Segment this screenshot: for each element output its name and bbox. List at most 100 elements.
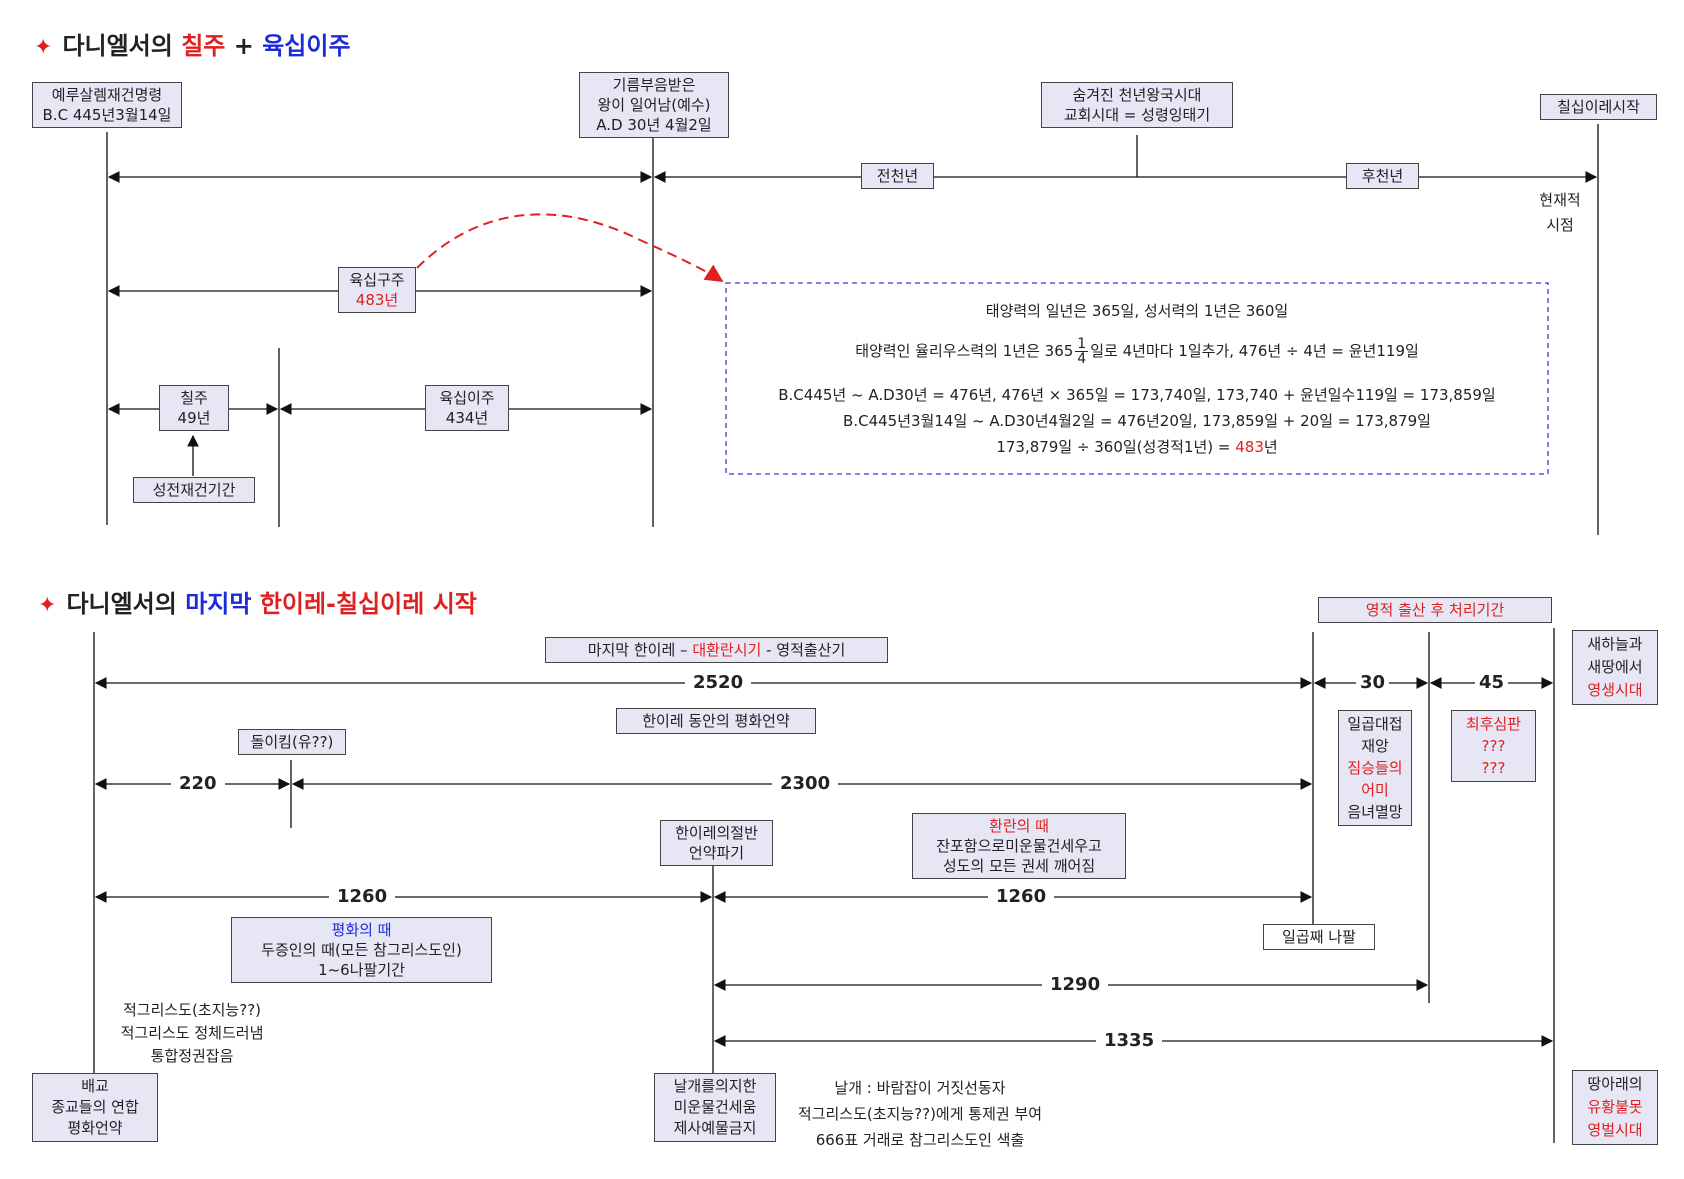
box-line: 434년: [445, 409, 489, 427]
box-line: B.C 445년3월14일: [42, 106, 172, 124]
box-line: 영적 출산 후 처리기간: [1365, 601, 1505, 619]
label-1260-left: 1260: [329, 886, 396, 908]
box-line: 예루살렘재건명령: [51, 86, 163, 104]
box-line: 돌이킴(유??): [250, 733, 334, 751]
box-line: 환란의 때: [989, 817, 1049, 835]
fraction-denominator: 4: [1077, 351, 1087, 367]
box-week-half: 한이레의절반 언약파기: [660, 820, 773, 866]
box-line: ???: [1481, 759, 1506, 777]
box-line: 새하늘과: [1587, 635, 1643, 653]
box-sixty-two-weeks: 육십이주 434년: [425, 385, 509, 431]
label-antichrist: 적그리스도(초지능??) 적그리스도 정체드러냄 통합정권잡음: [92, 999, 292, 1068]
box-line: 육십구주: [349, 271, 405, 289]
label-wings-meaning: 날개 : 바람잡이 거짓선동자 적그리스도(초지능??)에게 통제권 부여 66…: [770, 1075, 1070, 1153]
box-line: 한이레 동안의 평화언약: [642, 712, 790, 730]
label-present-time: 현재적 시점: [1530, 188, 1590, 238]
calc-line-1: 태양력의 일년은 365일, 성서력의 1년은 360일: [985, 302, 1289, 320]
box-line: 땅아래의: [1587, 1075, 1643, 1093]
label-1260-right: 1260: [988, 886, 1055, 908]
box-line: 배교: [81, 1077, 109, 1095]
box-line: 음녀멸망: [1347, 803, 1403, 821]
title-part: [251, 590, 259, 618]
calc-result: 483: [1235, 438, 1264, 456]
box-line: 잔포함으로미운물건세우고: [936, 837, 1102, 855]
box-line: 성도의 모든 권세 깨어짐: [942, 857, 1096, 875]
box-post-birth-disposal: 영적 출산 후 처리기간: [1318, 597, 1552, 623]
label-line: 적그리스도 정체드러냄: [120, 1024, 264, 1042]
label-line: 적그리스도(초지능??)에게 통제권 부여: [797, 1105, 1043, 1123]
box-lake-of-fire: 땅아래의 유황불못 영벌시대: [1572, 1070, 1658, 1145]
box-line: 칠주: [180, 389, 208, 407]
title-part: 다니엘서의: [66, 590, 186, 618]
box-line: 기름부음받은: [612, 76, 696, 94]
box-sixty-nine-weeks: 육십구주 483년: [338, 267, 416, 313]
calc-line-5: 173,879일 ÷ 360일(성경적1년) = 483년: [726, 436, 1548, 457]
label-line: 현재적: [1539, 191, 1581, 209]
label-line: 날개 : 바람잡이 거짓선동자: [834, 1079, 1006, 1097]
calc-text: 173,879일 ÷ 360일(성경적1년) =: [996, 438, 1236, 456]
box-line: 1~6나팔기간: [318, 961, 405, 979]
box-post-millennium: 후천년: [1346, 163, 1419, 189]
box-line: 제사예물금지: [673, 1119, 757, 1137]
box-line: 재앙: [1361, 737, 1389, 755]
box-line: 왕이 일어남(예수): [597, 96, 711, 114]
calc-text: 일로 4년마다 1일추가, 476년 ÷ 4년 = 윤년119일: [1090, 342, 1419, 360]
box-new-heaven-earth: 새하늘과 새땅에서 영생시대: [1572, 630, 1658, 705]
label-220: 220: [171, 773, 225, 795]
box-hidden-millennium: 숨겨진 천년왕국시대 교회시대 = 성령잉태기: [1041, 82, 1233, 128]
box-returning: 돌이킴(유??): [238, 729, 346, 755]
box-text: - 영적출산기: [761, 641, 846, 659]
box-line: 성전재건기간: [152, 481, 236, 499]
box-week-peace-covenant: 한이레 동안의 평화언약: [616, 708, 816, 734]
calculation-box: [725, 282, 1549, 475]
box-line: 어미: [1361, 781, 1389, 799]
star-icon: ✦: [38, 593, 57, 618]
calc-text: 년: [1263, 438, 1278, 456]
box-line: 영생시대: [1587, 681, 1643, 699]
box-seven-weeks: 칠주 49년: [159, 385, 229, 431]
box-seventh-trumpet: 일곱째 나팔: [1263, 924, 1375, 950]
box-line: 언약파기: [688, 844, 745, 862]
box-line: 일곱대접: [1347, 715, 1403, 733]
box-line: A.D 30년 4월2일: [596, 116, 712, 134]
box-temple-rebuilding: 성전재건기간: [133, 477, 255, 503]
label-30: 30: [1356, 672, 1390, 694]
box-line: 한이레의절반: [675, 824, 758, 842]
box-last-week: 마지막 한이레 – 대환란시기 - 영적출산기: [545, 637, 888, 663]
box-line: 칠십이레시작: [1557, 98, 1640, 116]
box-text: 대환란시기: [692, 641, 762, 659]
box-line: 평화의 때: [331, 921, 392, 939]
label-line: 적그리스도(초지능??): [122, 1001, 262, 1019]
box-line: 새땅에서: [1587, 658, 1643, 676]
title-part: 마지막: [185, 590, 252, 618]
label-line: 통합정권잡음: [150, 1047, 234, 1065]
box-line: 483년: [355, 291, 399, 309]
box-line: 유황불못: [1587, 1098, 1643, 1116]
box-line: 교회시대 = 성령잉태기: [1063, 106, 1211, 124]
box-line: 짐승들의: [1347, 759, 1403, 777]
title-part: 다니엘서의: [62, 32, 182, 60]
section1-title: ✦다니엘서의 칠주 + 육십이주: [34, 26, 351, 61]
box-line: 평화언약: [67, 1119, 123, 1137]
box-final-judgment: 최후심판 ??? ???: [1451, 710, 1536, 782]
label-1290: 1290: [1042, 974, 1109, 996]
box-jerusalem-decree: 예루살렘재건명령 B.C 445년3월14일: [32, 82, 182, 128]
box-line: 두증인의 때(모든 참그리스도인): [261, 941, 462, 959]
label-45: 45: [1475, 672, 1509, 694]
label-2300: 2300: [772, 773, 839, 795]
calc-line-4: B.C445년3월14일 ~ A.D30년4월2일 = 476년20일, 173…: [843, 412, 1431, 430]
label-1335: 1335: [1096, 1030, 1163, 1052]
box-line: 육십이주: [439, 389, 495, 407]
box-line: 전천년: [876, 167, 919, 185]
title-part: 칠주: [181, 32, 226, 60]
box-line: 날개를의지한: [673, 1077, 757, 1095]
box-line: 최후심판: [1465, 715, 1522, 733]
calc-line-3: B.C445년 ~ A.D30년 = 476년, 476년 × 365일 = 1…: [778, 386, 1496, 404]
box-peace-time: 평화의 때 두증인의 때(모든 참그리스도인) 1~6나팔기간: [231, 917, 492, 983]
label-line: 시점: [1546, 216, 1574, 234]
box-line: 영벌시대: [1587, 1121, 1643, 1139]
box-line: 종교들의 연합: [51, 1098, 139, 1116]
label-line: 666표 거래로 참그리스도인 색출: [815, 1131, 1025, 1149]
